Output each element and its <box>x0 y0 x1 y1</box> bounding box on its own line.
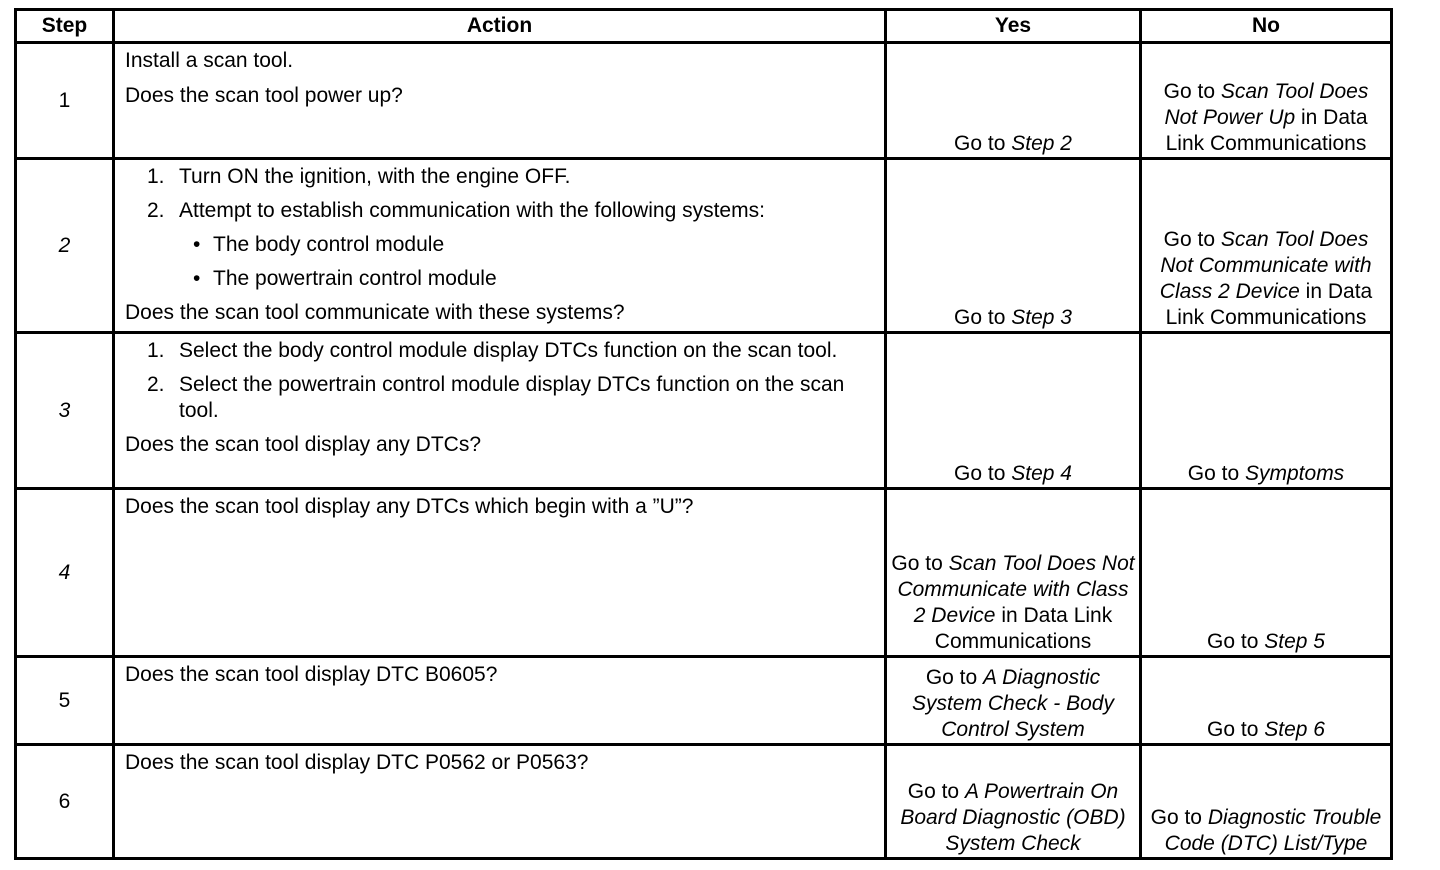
yes-link[interactable]: Step 4 <box>1011 462 1072 485</box>
item-text: Select the body control module display D… <box>179 339 838 362</box>
yes-cell: Go to Scan Tool Does Not Communicate wit… <box>884 487 1142 658</box>
bullet-item: • The powertrain control module <box>179 266 874 292</box>
yes-link[interactable]: Step 3 <box>1011 306 1072 329</box>
action-cell: Install a scan tool. Does the scan tool … <box>112 41 887 160</box>
header-action: Action <box>112 8 887 44</box>
list-item: 2. Attempt to establish communication wi… <box>125 198 874 292</box>
diagnostic-table: Step Action Yes No 1 Install a scan tool… <box>14 8 1393 860</box>
item-number: 1. <box>147 339 165 362</box>
question-text: Does the scan tool display DTC P0562 or … <box>125 751 589 774</box>
yes-link[interactable]: A Powertrain On Board Diagnostic (OBD) S… <box>900 780 1126 855</box>
step-number: 5 <box>14 655 115 746</box>
question-text: Does the scan tool display any DTCs? <box>125 433 482 456</box>
action-line: Install a scan tool. <box>125 49 294 72</box>
item-number: 1. <box>147 165 165 188</box>
no-cell: Go to Step 5 <box>1139 487 1393 658</box>
bullet-list: • The body control module • The powertrain… <box>179 232 874 292</box>
no-prefix: Go to <box>1150 806 1208 829</box>
table-row-step-6: 6 Does the scan tool display DTC P0562 o… <box>14 743 1393 860</box>
step-number: 4 <box>14 487 115 658</box>
item-text: Select the powertrain control module dis… <box>179 373 845 422</box>
yes-prefix: Go to <box>907 780 965 803</box>
action-cell: Does the scan tool display DTC B0605? <box>112 655 887 746</box>
bullet-icon: • <box>193 267 201 290</box>
question-text: Does the scan tool display DTC B0605? <box>125 663 498 686</box>
no-link[interactable]: Diagnostic Trouble Code (DTC) List/Type <box>1164 806 1382 855</box>
list-item: 2. Select the powertrain control module … <box>125 372 874 424</box>
yes-link[interactable]: Step 2 <box>1011 132 1072 155</box>
no-cell: Go to Diagnostic Trouble Code (DTC) List… <box>1139 743 1393 860</box>
bullet-item: • The body control module <box>179 232 874 258</box>
header-step: Step <box>14 8 115 44</box>
action-cell: Does the scan tool display any DTCs whic… <box>112 487 887 658</box>
no-cell: Go to Step 6 <box>1139 655 1393 746</box>
item-number: 2. <box>147 199 165 222</box>
no-prefix: Go to <box>1207 718 1265 741</box>
yes-link[interactable]: A Diagnostic System Check - Body Control… <box>912 666 1114 741</box>
numbered-list: 1. Turn ON the ignition, with the engine… <box>125 164 874 292</box>
yes-cell: Go to Step 4 <box>884 331 1142 490</box>
step-number: 2 <box>14 157 115 334</box>
bullet-icon: • <box>193 233 201 256</box>
table-row-step-5: 5 Does the scan tool display DTC B0605? … <box>14 655 1393 746</box>
header-no: No <box>1139 8 1393 44</box>
no-link[interactable]: Step 6 <box>1264 718 1325 741</box>
yes-link[interactable]: Scan Tool Does Not Communicate with Clas… <box>897 552 1135 627</box>
yes-cell: Go to Step 3 <box>884 157 1142 334</box>
yes-cell: Go to A Powertrain On Board Diagnostic (… <box>884 743 1142 860</box>
no-cell: Go to Scan Tool Does Not Communicate wit… <box>1139 157 1393 334</box>
item-text: Turn ON the ignition, with the engine OF… <box>179 165 571 188</box>
action-cell: Does the scan tool display DTC P0562 or … <box>112 743 887 860</box>
no-prefix: Go to <box>1207 630 1265 653</box>
no-prefix: Go to <box>1163 228 1221 251</box>
list-item: 1. Select the body control module displa… <box>125 338 874 364</box>
step-number: 3 <box>14 331 115 490</box>
bullet-text: The powertrain control module <box>213 267 497 290</box>
yes-prefix: Go to <box>925 666 984 689</box>
item-text: Attempt to establish communication with … <box>179 199 765 222</box>
numbered-list: 1. Select the body control module displa… <box>125 338 874 424</box>
yes-prefix: Go to <box>954 462 1012 485</box>
yes-prefix: Go to <box>954 132 1012 155</box>
bullet-text: The body control module <box>213 233 445 256</box>
header-row: Step Action Yes No <box>14 8 1393 44</box>
question-text: Does the scan tool communicate with thes… <box>125 301 625 324</box>
no-link[interactable]: Scan Tool Does Not Communicate with Clas… <box>1159 228 1372 303</box>
no-suffix: in Data Link Communications <box>1165 280 1373 329</box>
yes-prefix: Go to <box>891 552 949 575</box>
yes-suffix: in Data Link Communications <box>934 604 1113 653</box>
step-number: 1 <box>14 41 115 160</box>
no-link[interactable]: Symptoms <box>1245 462 1345 485</box>
item-number: 2. <box>147 373 165 396</box>
question-text: Does the scan tool display any DTCs whic… <box>125 495 694 518</box>
no-prefix: Go to <box>1163 80 1221 103</box>
step-number: 6 <box>14 743 115 860</box>
no-cell: Go to Scan Tool Does Not Power Up in Dat… <box>1139 41 1393 160</box>
table-row-step-1: 1 Install a scan tool. Does the scan too… <box>14 41 1393 160</box>
action-cell: 1. Turn ON the ignition, with the engine… <box>112 157 887 334</box>
yes-cell: Go to A Diagnostic System Check - Body C… <box>884 655 1142 746</box>
no-link[interactable]: Step 5 <box>1264 630 1325 653</box>
no-cell: Go to Symptoms <box>1139 331 1393 490</box>
no-suffix: in Data Link Communications <box>1165 106 1368 155</box>
header-yes: Yes <box>884 8 1142 44</box>
no-link[interactable]: Scan Tool Does Not Power Up <box>1164 80 1369 129</box>
table-row-step-4: 4 Does the scan tool display any DTCs wh… <box>14 487 1393 658</box>
yes-cell: Go to Step 2 <box>884 41 1142 160</box>
question-text: Does the scan tool power up? <box>125 84 403 107</box>
yes-prefix: Go to <box>954 306 1012 329</box>
action-cell: 1. Select the body control module displa… <box>112 331 887 490</box>
list-item: 1. Turn ON the ignition, with the engine… <box>125 164 874 190</box>
table-row-step-3: 3 1. Select the body control module disp… <box>14 331 1393 490</box>
table-row-step-2: 2 1. Turn ON the ignition, with the engi… <box>14 157 1393 334</box>
no-prefix: Go to <box>1187 462 1245 485</box>
